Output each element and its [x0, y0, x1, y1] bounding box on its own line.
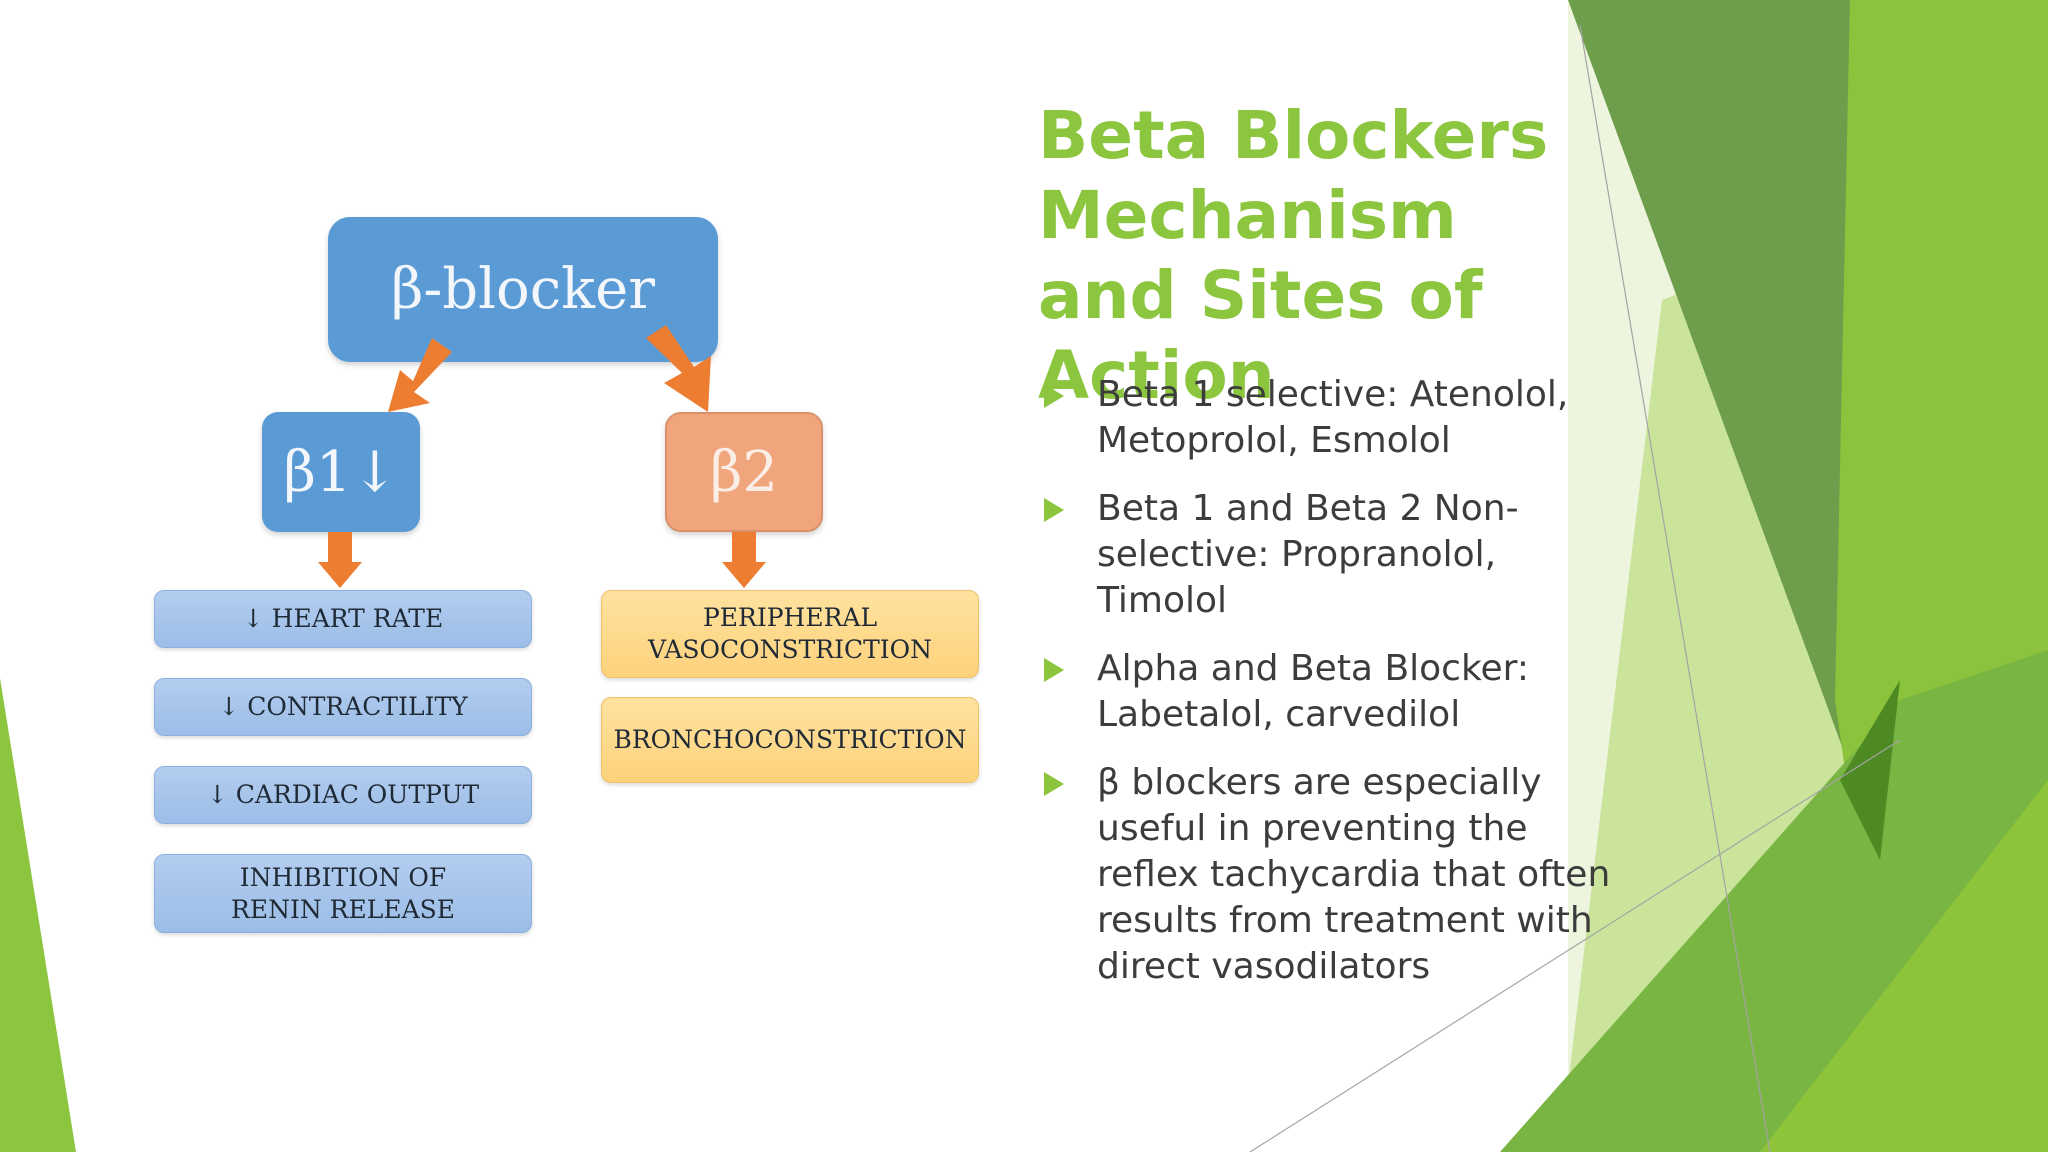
beta2-node: β2 [665, 412, 823, 532]
bullet-text: β blockers are especially useful in prev… [1097, 762, 1611, 987]
arrow-root-to-beta2 [646, 325, 711, 412]
bullet-item: Beta 1 selective: Atenolol, Metoprolol, … [1040, 372, 1620, 464]
effect-heart-rate: ↓ HEART RATE [154, 590, 532, 648]
effect-peripheral-vasoconstriction: PERIPHERAL VASOCONSTRICTION [601, 590, 979, 678]
triangle-bullet-icon [1044, 498, 1064, 522]
bullet-text: Beta 1 and Beta 2 Non-selective: Propran… [1097, 488, 1519, 621]
beta1-node: β1↓ [262, 412, 420, 532]
bullet-text: Alpha and Beta Blocker: Labetalol, carve… [1097, 648, 1529, 735]
arrow-root-to-beta1 [388, 338, 452, 412]
bg-shape-bottom-bright [1760, 780, 2048, 1152]
effect-renin-inhibition: INHIBITION OF RENIN RELEASE [154, 854, 532, 933]
slide-title: Beta Blockers Mechanism and Sites of Act… [1038, 97, 1549, 414]
diagram-arrows [318, 325, 766, 588]
effect-bronchoconstriction: BRONCHOCONSTRICTION [601, 697, 979, 783]
bullet-item: Alpha and Beta Blocker: Labetalol, carve… [1040, 646, 1620, 738]
bg-thin-line-2 [1249, 739, 1901, 1152]
bullet-item: β blockers are especially useful in prev… [1040, 760, 1620, 990]
triangle-bullet-icon [1044, 772, 1064, 796]
bg-shape-left-wedge [0, 678, 76, 1152]
triangle-bullet-icon [1044, 384, 1064, 408]
bullet-item: Beta 1 and Beta 2 Non-selective: Propran… [1040, 486, 1620, 624]
effect-cardiac-output: ↓ CARDIAC OUTPUT [154, 766, 532, 824]
triangle-bullet-icon [1044, 658, 1064, 682]
bg-shape-dark-sliver [1840, 680, 1900, 860]
effect-contractility: ↓ CONTRACTILITY [154, 678, 532, 736]
bullet-text: Beta 1 selective: Atenolol, Metoprolol, … [1097, 374, 1569, 461]
bg-thin-line-1 [1579, 24, 1771, 1152]
bullet-list: Beta 1 selective: Atenolol, Metoprolol, … [1040, 372, 1620, 1012]
arrow-beta1-to-effects [318, 532, 362, 588]
arrow-beta2-to-effects [722, 532, 766, 588]
